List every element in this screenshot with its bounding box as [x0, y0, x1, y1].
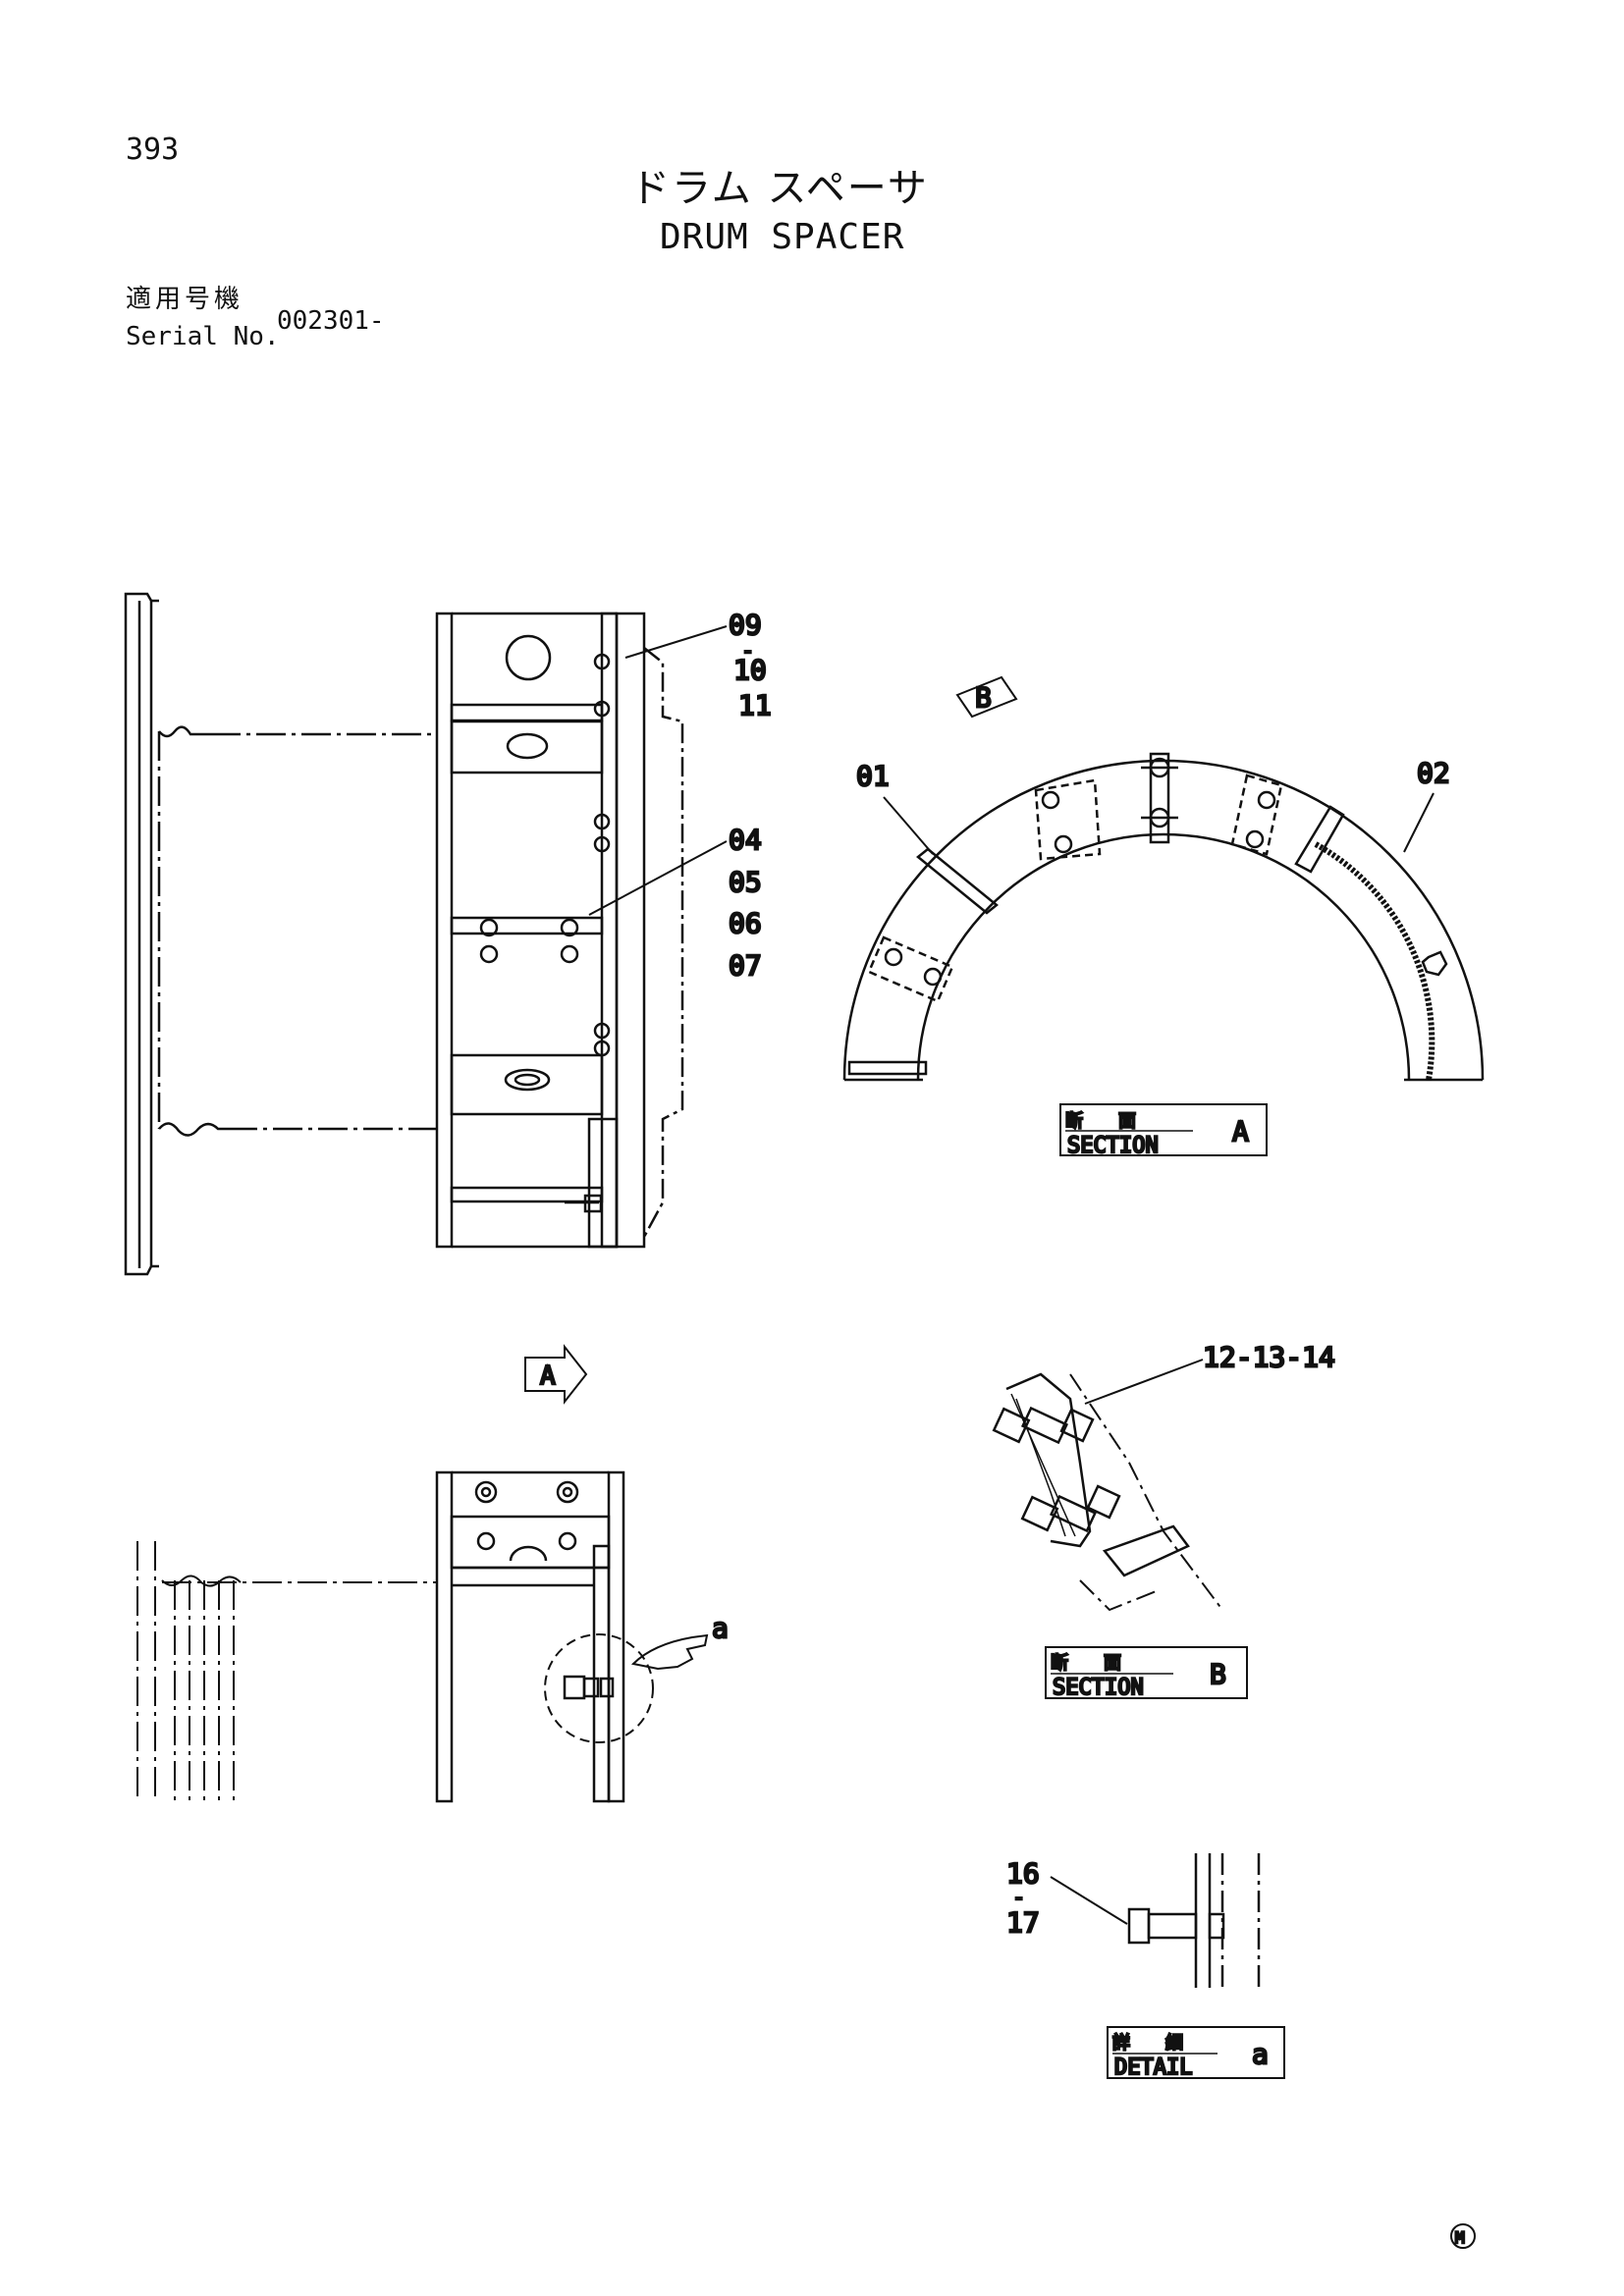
svg-text:SECTION: SECTION [1053, 1676, 1144, 1700]
svg-text:M: M [1455, 2228, 1465, 2247]
view-marker-a: A [540, 1362, 556, 1391]
main-side-view [124, 592, 728, 1276]
section-a-view [842, 675, 1485, 1082]
callout-dash: - [741, 639, 754, 664]
detail-a-view [1050, 1853, 1261, 1988]
page-number: 393 [126, 133, 180, 167]
section-b-view [992, 1359, 1223, 1612]
view-marker-b: B [975, 681, 992, 714]
callout-16: 16 [1006, 1857, 1040, 1890]
callout-06: 06 [729, 907, 762, 939]
serial-label-japanese: 適用号機 [126, 285, 244, 314]
callout-09: 09 [729, 609, 762, 641]
serial-label-english: Serial No. [126, 322, 280, 351]
callout-11: 11 [738, 689, 772, 721]
page-title-english: DRUM SPACER [660, 217, 905, 257]
detail-a-label: 詳 細 DETAIL a [1107, 2026, 1285, 2081]
bolt-group [479, 653, 611, 1057]
callout-01: 01 [856, 760, 890, 792]
serial-number-value: 002301- [277, 306, 385, 336]
callout-dash-2: - [1012, 1886, 1025, 1910]
svg-text:B: B [1210, 1658, 1226, 1690]
callout-04: 04 [729, 824, 762, 856]
svg-text:断 面: 断 面 [1051, 1653, 1121, 1674]
callout-05: 05 [729, 866, 762, 898]
detail-pointer-a: a [712, 1612, 729, 1644]
svg-text:A: A [1232, 1115, 1249, 1148]
callout-17: 17 [1006, 1906, 1040, 1939]
svg-text:DETAIL: DETAIL [1114, 2056, 1192, 2080]
lower-view [136, 1470, 709, 1803]
section-a-label: 断 面 SECTION A [1059, 1103, 1268, 1159]
svg-text:断 面: 断 面 [1065, 1111, 1136, 1132]
page-title-japanese: ドラム スペーサ [630, 166, 929, 211]
svg-text:a: a [1252, 2038, 1269, 2070]
footer-mark: M [1450, 2223, 1476, 2249]
svg-text:SECTION: SECTION [1067, 1134, 1159, 1158]
callout-02: 02 [1417, 757, 1450, 789]
callout-10: 10 [733, 654, 767, 686]
section-b-label: 断 面 SECTION B [1045, 1646, 1248, 1701]
callout-07: 07 [729, 949, 762, 982]
view-marker-a-arrow [524, 1344, 588, 1405]
svg-text:詳 細: 詳 細 [1112, 2033, 1183, 2054]
callout-12-13-14: 12-13-14 [1203, 1341, 1335, 1373]
